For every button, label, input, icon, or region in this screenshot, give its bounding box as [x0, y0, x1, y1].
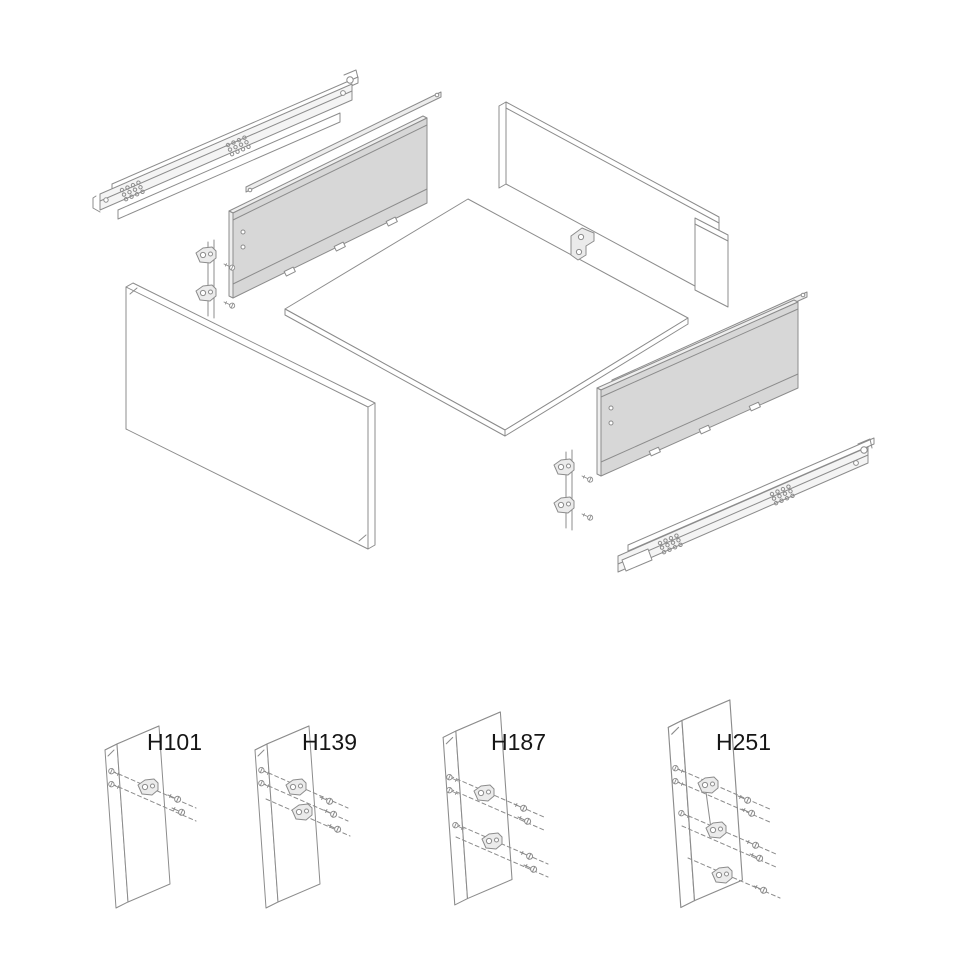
screw-icon [512, 800, 529, 813]
panel-connectors [283, 216, 398, 277]
screw-icon [518, 848, 535, 861]
bracket-icon [195, 246, 217, 264]
left-drawer-slide [92, 69, 359, 220]
screw-icon [222, 299, 236, 310]
bracket-icon [553, 458, 575, 476]
variant-h101: H101 [104, 725, 202, 909]
drawer-bottom-panel [284, 198, 689, 437]
screw-icon [166, 791, 183, 804]
variant-label-h139: H139 [302, 729, 357, 755]
variant-label-h101: H101 [147, 729, 202, 755]
screw-icon [748, 850, 765, 863]
left-drawer-side-panel [228, 91, 442, 299]
right-cabinet-side-panel [694, 217, 729, 308]
left-gallery-rail [245, 91, 442, 193]
variant-h251: H251 [667, 699, 781, 909]
screw-icon [322, 806, 339, 819]
screw-icon [326, 821, 343, 834]
variant-label-h251: H251 [716, 729, 771, 755]
left-front-fixing-brackets [195, 239, 236, 319]
bracket-icon [195, 284, 217, 302]
right-drawer-side-panel [596, 291, 808, 477]
screw-icon [752, 882, 769, 895]
screw-icon [522, 861, 539, 874]
screw-icon [580, 511, 594, 522]
bracket-icon [553, 496, 575, 514]
screw-icon [736, 792, 753, 805]
right-drawer-slide [617, 437, 875, 573]
screw-icon [516, 813, 533, 826]
variant-h139: H139 [254, 725, 357, 909]
back-panel [498, 101, 720, 300]
variant-label-h187: H187 [491, 729, 546, 755]
screw-icon [740, 805, 757, 818]
right-front-fixing-brackets [553, 449, 594, 531]
screw-icon [744, 837, 761, 850]
exploded-view: H101 H139 [92, 69, 875, 909]
variant-h187: H187 [442, 711, 549, 906]
screw-icon [580, 473, 594, 484]
center-fixing-bracket [570, 227, 595, 261]
panel-connectors [648, 401, 761, 457]
left-cabinet-side-panel [125, 282, 376, 550]
